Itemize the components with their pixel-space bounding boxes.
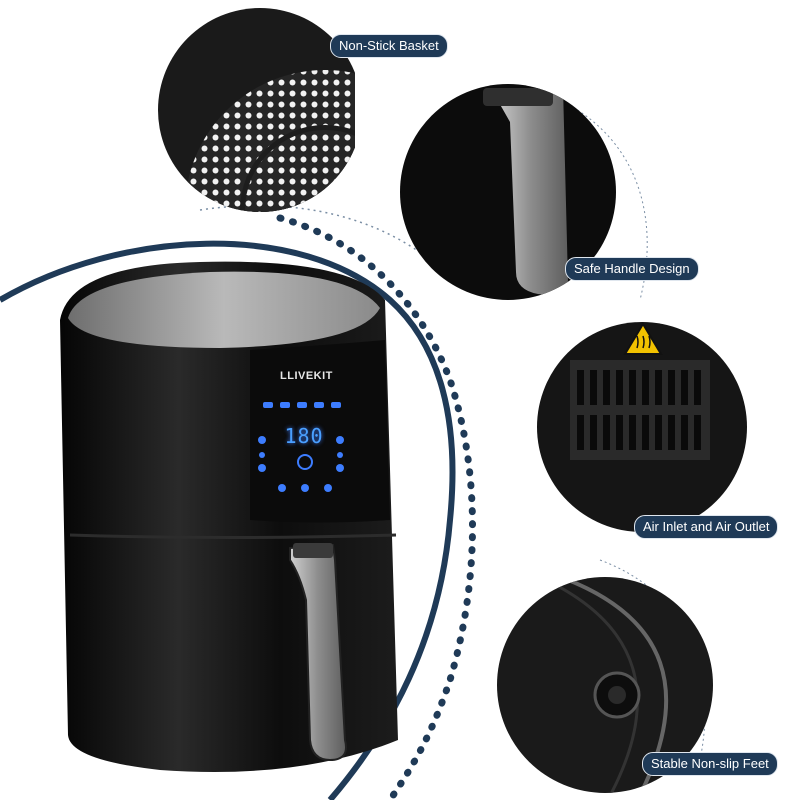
temperature-display: 180 bbox=[284, 424, 324, 448]
callout-non-slip-feet: Stable Non-slip Feet bbox=[642, 752, 778, 776]
brand-logo: LLIVEKIT bbox=[280, 370, 333, 382]
vent-detail-image bbox=[537, 322, 747, 532]
basket-detail-image bbox=[158, 8, 355, 212]
hot-surface-warning-icon bbox=[623, 322, 663, 355]
callout-non-stick-basket: Non-Stick Basket bbox=[330, 34, 448, 58]
callout-air-inlet-outlet: Air Inlet and Air Outlet bbox=[634, 515, 779, 539]
callout-safe-handle-design: Safe Handle Design bbox=[565, 257, 699, 281]
